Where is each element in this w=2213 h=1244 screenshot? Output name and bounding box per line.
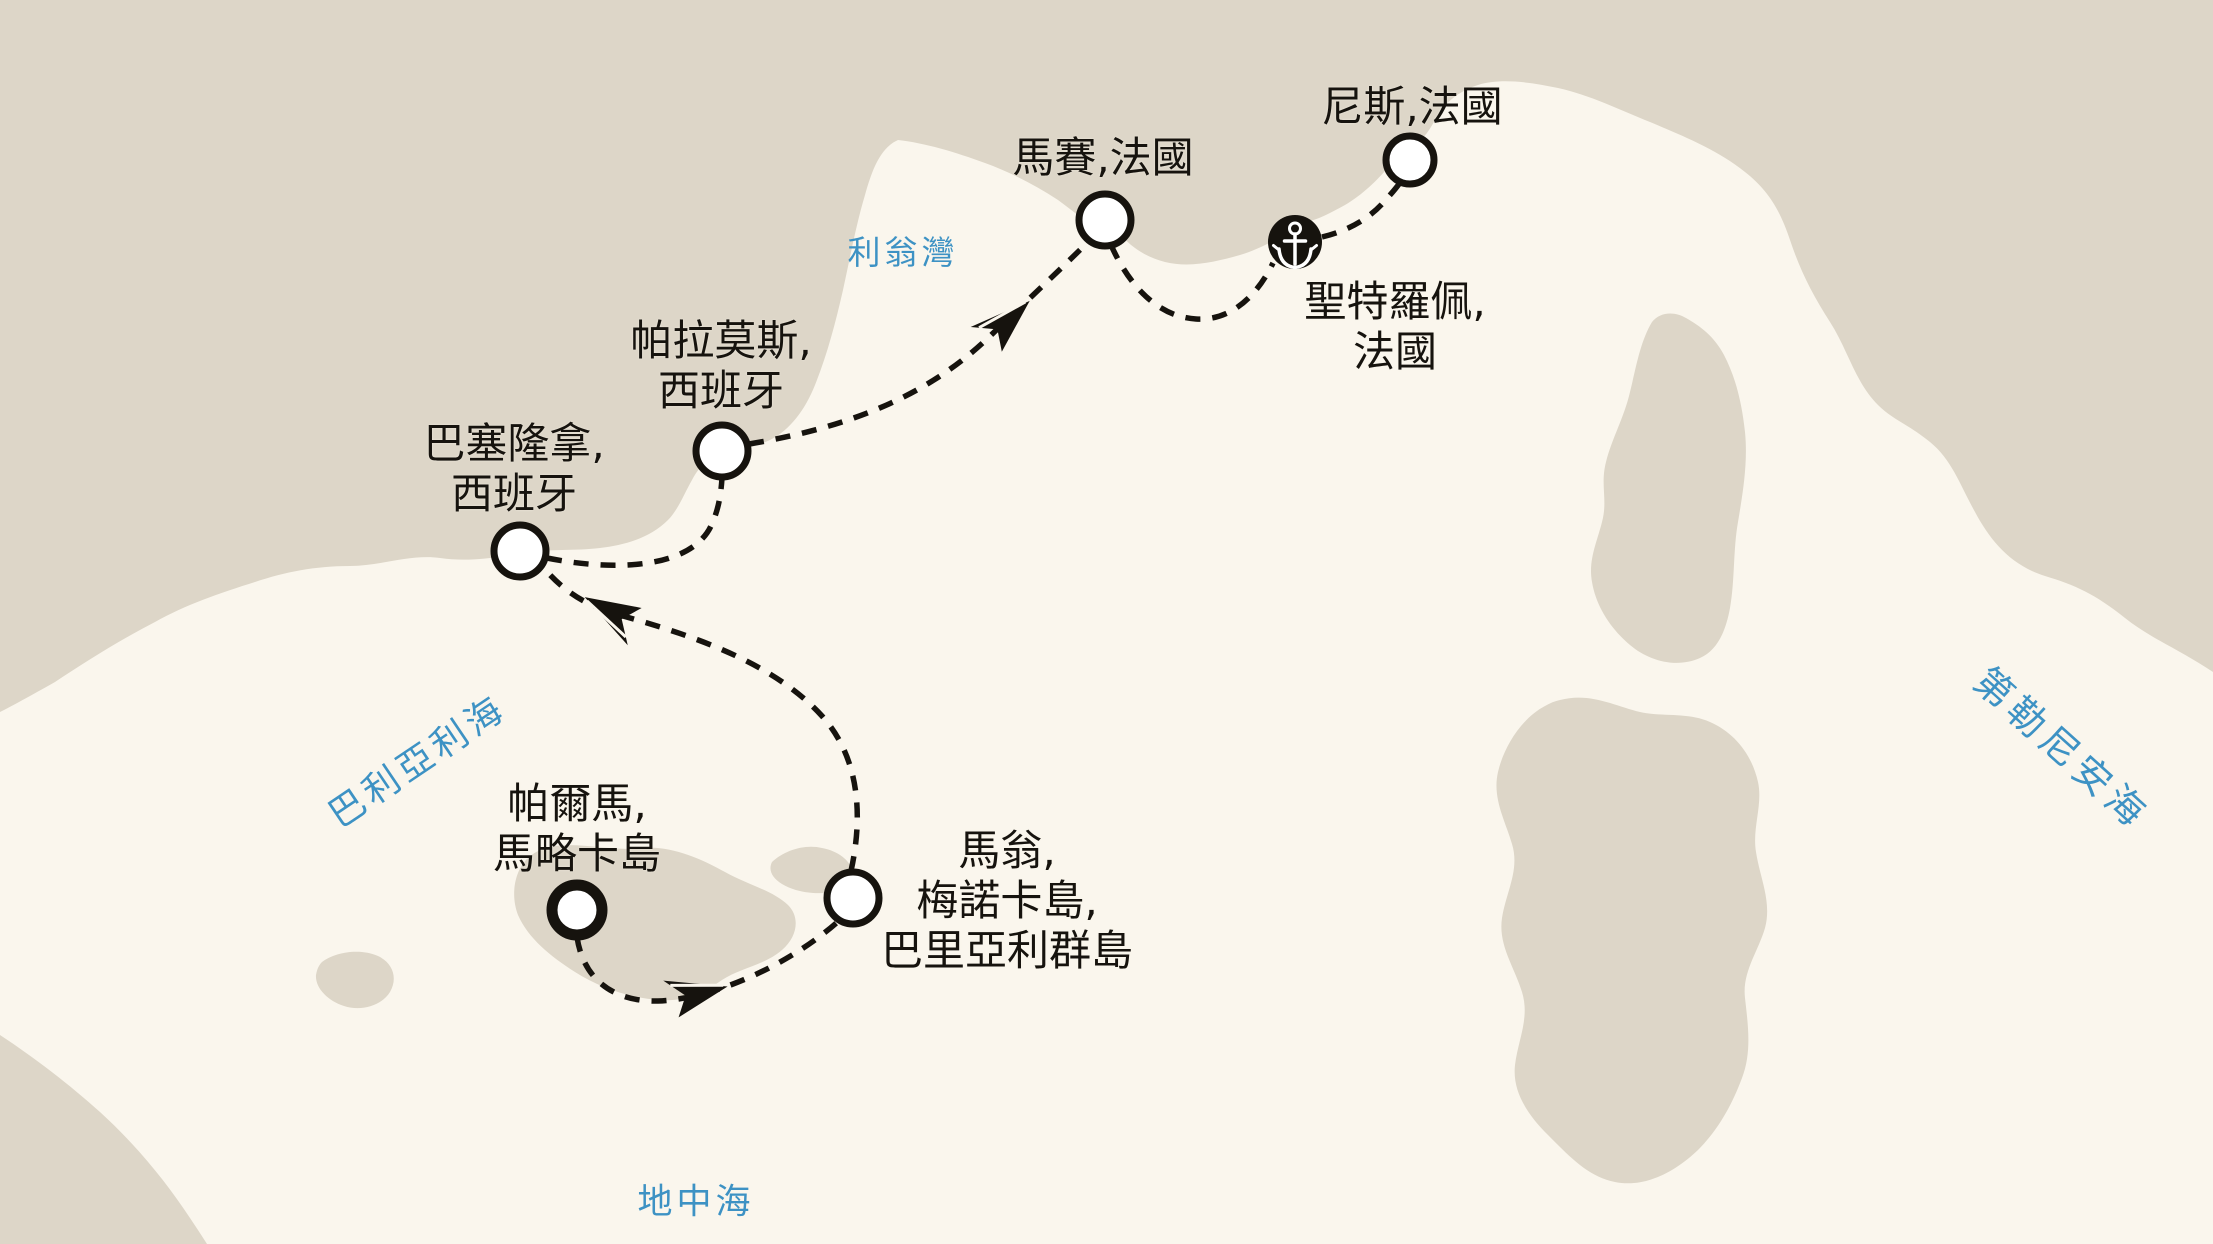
landmass-southwest-coast bbox=[0, 1035, 207, 1244]
route-leg-mahon-barcelona bbox=[540, 565, 860, 872]
port-label-line: 尼斯,法國 bbox=[1321, 82, 1503, 131]
route-arrow-northwest bbox=[584, 597, 642, 646]
port-label-mahon: 馬翁, 梅諾卡島, 巴里亞利群島 bbox=[881, 826, 1133, 976]
landmass-sardinia bbox=[1496, 697, 1768, 1184]
port-marker-nice bbox=[1382, 132, 1438, 188]
landmass-ibiza bbox=[315, 951, 394, 1009]
port-marker-palma bbox=[546, 879, 608, 941]
port-marker-palamos bbox=[692, 421, 752, 481]
port-label-saint-tropez: 聖特羅佩, 法國 bbox=[1304, 277, 1485, 377]
landmass-mainland bbox=[0, 0, 2213, 712]
port-label-line: 西班牙 bbox=[450, 469, 578, 518]
port-label-line: 巴塞隆拿, bbox=[423, 419, 605, 468]
sea-label-mediterranean-sea: 地中海 bbox=[637, 1182, 755, 1223]
port-label-line: 馬略卡島 bbox=[492, 829, 662, 878]
route-arrow-east bbox=[663, 980, 728, 1018]
port-marker-mahon bbox=[823, 868, 883, 928]
port-marker-barcelona bbox=[490, 521, 550, 581]
route-leg-palamos-marseille bbox=[748, 239, 1091, 447]
port-label-line: 馬翁, bbox=[958, 826, 1056, 875]
port-marker-marseille bbox=[1075, 190, 1135, 250]
route-leg-palma-mahon bbox=[574, 914, 845, 1004]
port-markers bbox=[490, 132, 1438, 941]
port-label-palamos: 帕拉莫斯, 西班牙 bbox=[630, 316, 811, 416]
route-arrow-northeast bbox=[970, 300, 1030, 352]
route-leg-sainttropez-nice bbox=[1321, 176, 1406, 240]
port-label-line: 馬賽,法國 bbox=[1012, 133, 1194, 182]
port-label-nice: 尼斯,法國 bbox=[1321, 82, 1502, 132]
port-label-line: 聖特羅佩, bbox=[1304, 277, 1486, 326]
port-label-line: 梅諾卡島, bbox=[916, 876, 1098, 925]
port-label-palma: 帕爾馬, 馬略卡島 bbox=[493, 779, 661, 879]
port-label-line: 帕拉莫斯, bbox=[630, 316, 812, 365]
sea-label-gulf-of-lion: 利翁灣 bbox=[847, 233, 959, 272]
port-label-line: 帕爾馬, bbox=[507, 779, 647, 828]
port-label-marseille: 馬賽,法國 bbox=[1012, 133, 1193, 183]
route-leg-marseille-sainttropez bbox=[1108, 243, 1276, 322]
port-label-barcelona: 巴塞隆拿, 西班牙 bbox=[423, 419, 604, 519]
port-label-line: 巴里亞利群島 bbox=[880, 926, 1134, 975]
landmass-corsica bbox=[1591, 313, 1746, 663]
port-label-line: 西班牙 bbox=[657, 366, 785, 415]
port-label-line: 法國 bbox=[1352, 327, 1438, 376]
route-arrows bbox=[584, 300, 1030, 1018]
anchor-icon bbox=[1268, 215, 1322, 270]
cruise-route bbox=[540, 176, 1406, 1004]
